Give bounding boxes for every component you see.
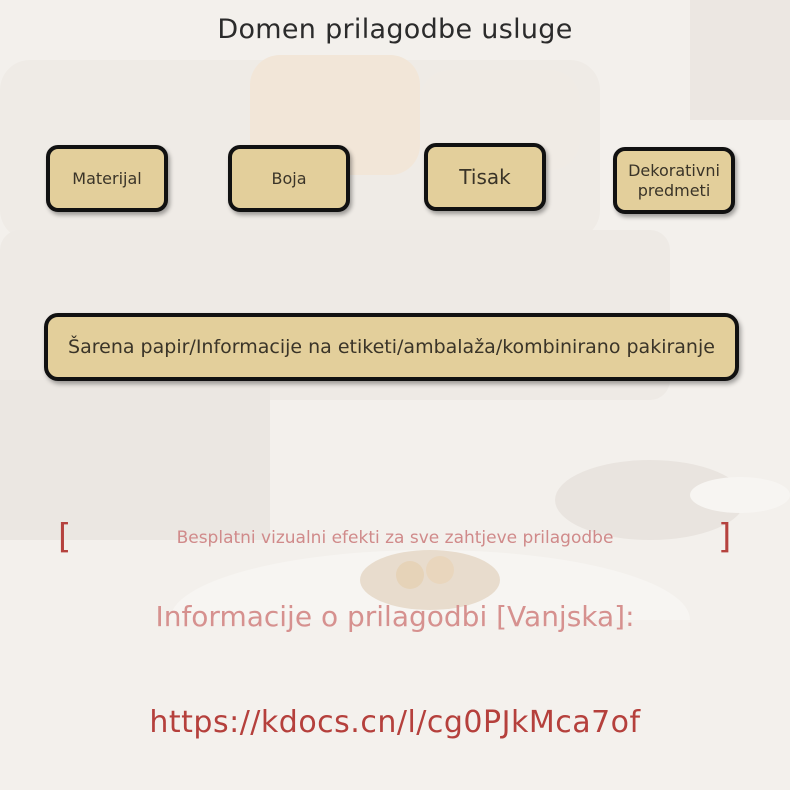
customization-info-label: Informacije o prilagodbi [Vanjska]: [155, 600, 635, 633]
domain-chip-printing: Tisak [424, 143, 546, 211]
printing-scope-banner: Šarena papir/Informacije na etiketi/amba… [44, 313, 739, 381]
free-visuals-notice: Besplatni vizualni efekti za sve zahtjev… [176, 528, 614, 548]
notice-bracket-open: [ [58, 517, 72, 557]
domain-chip-decorative: Dekorativni predmeti [613, 147, 735, 214]
printing-scope-text: Šarena papir/Informacije na etiketi/amba… [68, 336, 715, 358]
domain-chip-material: Materijal [46, 145, 168, 212]
domain-chip-label: Materijal [72, 169, 142, 188]
domain-chip-color: Boja [228, 145, 350, 212]
domain-chip-label: Boja [271, 169, 307, 188]
page-title: Domen prilagodbe usluge [217, 14, 573, 45]
domain-chip-label: Tisak [459, 165, 511, 189]
customization-link[interactable]: https://kdocs.cn/l/cg0PJkMca7of [149, 705, 641, 740]
notice-bracket-close: ] [718, 517, 732, 557]
domain-chip-label: Dekorativni predmeti [628, 161, 720, 200]
